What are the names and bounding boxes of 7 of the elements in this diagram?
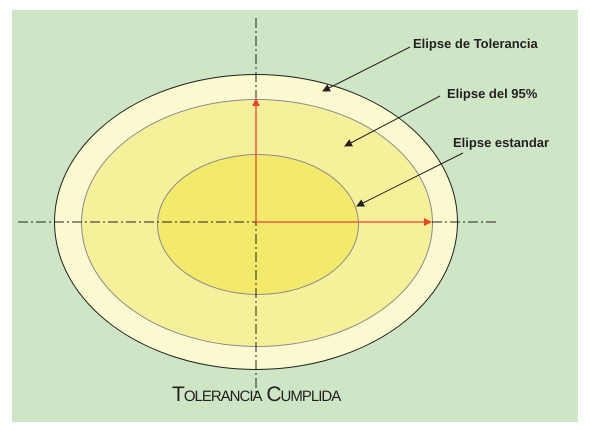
leader-line: [356, 152, 464, 206]
callout-label: Elipse del 95%: [447, 86, 538, 101]
leader-line: [322, 46, 410, 92]
callout-label: Elipse de Tolerancia: [413, 36, 538, 51]
leader-line: [344, 96, 440, 146]
caption: Tolerancia Cumplida: [172, 383, 340, 407]
callout-label: Elipse estandar: [453, 135, 550, 150]
